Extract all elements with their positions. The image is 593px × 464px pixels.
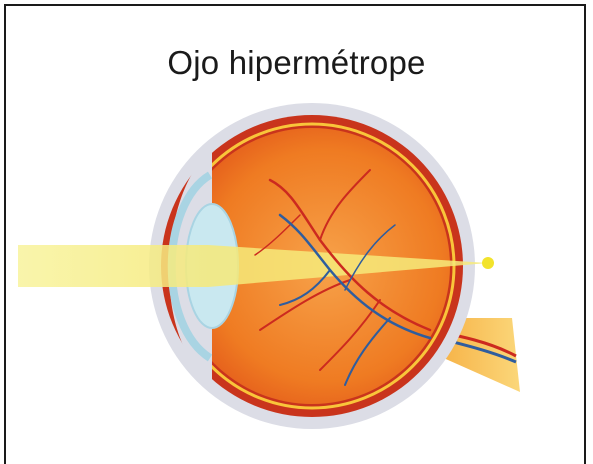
focal-point [482, 257, 494, 269]
